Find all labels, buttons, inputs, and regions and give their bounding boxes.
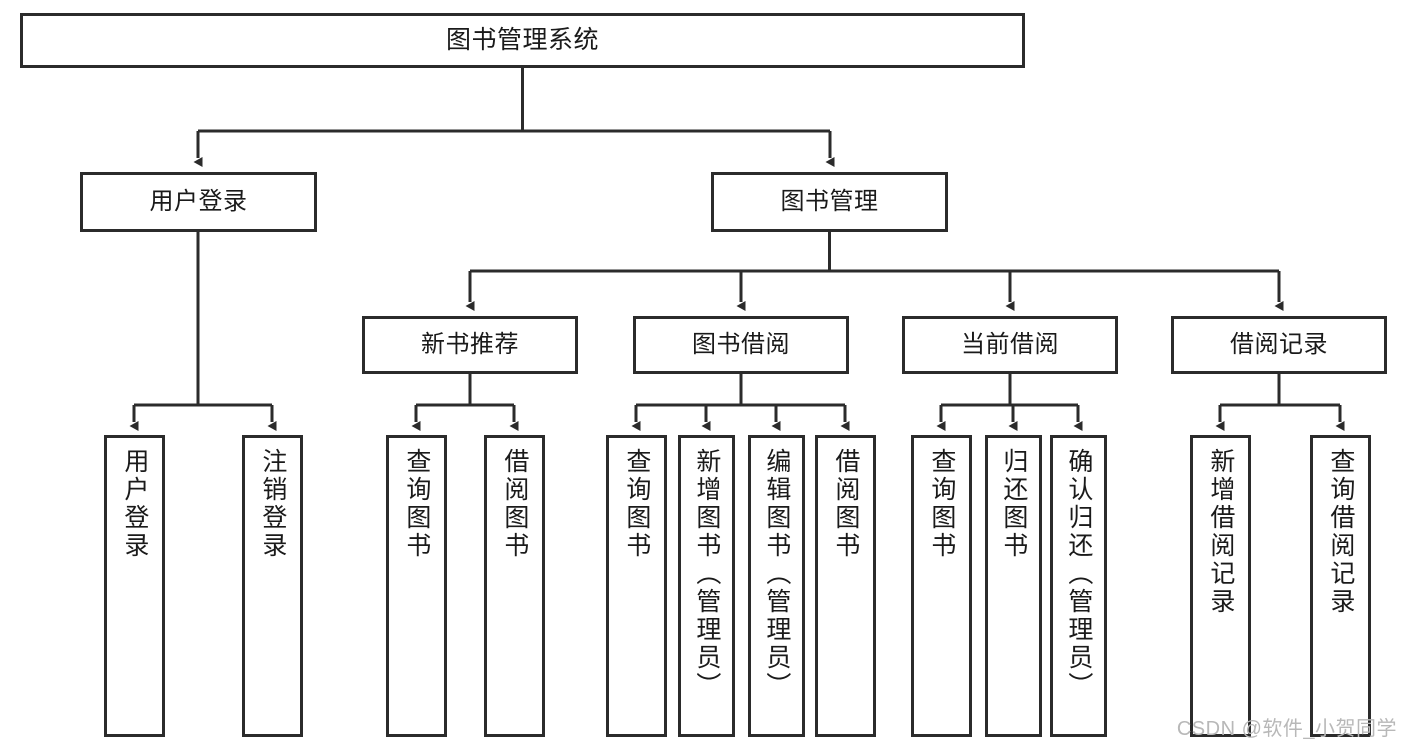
leaf-return-book-label: 归还图书 [999,448,1028,560]
leaf-borrow-book[interactable]: 借阅图书 [815,435,876,737]
leaf-return-book[interactable]: 归还图书 [985,435,1042,737]
node-root-label: 图书管理系统 [445,26,599,55]
leaf-add-book[interactable]: 新增图书（管理员） [678,435,735,737]
leaf-edit-book-label: 编辑图书（管理员） [762,448,791,700]
leaf-query-book-current[interactable]: 查询图书 [911,435,972,737]
leaf-query-record-label: 查询借阅记录 [1326,448,1355,616]
leaf-user-login-label: 用户登录 [120,448,149,560]
node-book-management-label: 图书管理 [780,188,879,216]
node-borrow-record[interactable]: 借阅记录 [1171,316,1387,374]
leaf-query-book-borrow-label: 查询图书 [622,448,651,560]
leaf-add-record[interactable]: 新增借阅记录 [1190,435,1251,737]
leaf-query-book-recommend[interactable]: 查询图书 [386,435,447,737]
leaf-confirm-return-label: 确认归还（管理员） [1064,448,1093,700]
node-book-borrow-label: 图书借阅 [692,331,790,359]
node-user-login-label: 用户登录 [149,188,248,216]
leaf-query-book-borrow[interactable]: 查询图书 [606,435,667,737]
leaf-user-login[interactable]: 用户登录 [104,435,165,737]
node-new-book-recommend-label: 新书推荐 [421,331,519,359]
leaf-borrow-book-recommend-label: 借阅图书 [500,448,529,560]
leaf-add-record-label: 新增借阅记录 [1206,448,1235,616]
leaf-query-record[interactable]: 查询借阅记录 [1310,435,1371,737]
leaf-logout[interactable]: 注销登录 [242,435,303,737]
node-book-borrow[interactable]: 图书借阅 [633,316,849,374]
node-current-borrow[interactable]: 当前借阅 [902,316,1118,374]
leaf-add-book-label: 新增图书（管理员） [692,448,721,700]
node-current-borrow-label: 当前借阅 [961,331,1059,359]
node-root[interactable]: 图书管理系统 [20,13,1025,68]
node-book-management[interactable]: 图书管理 [711,172,948,232]
leaf-edit-book[interactable]: 编辑图书（管理员） [748,435,805,737]
node-new-book-recommend[interactable]: 新书推荐 [362,316,578,374]
leaf-borrow-book-recommend[interactable]: 借阅图书 [484,435,545,737]
leaf-borrow-book-label: 借阅图书 [831,448,860,560]
leaf-confirm-return[interactable]: 确认归还（管理员） [1050,435,1107,737]
leaf-logout-label: 注销登录 [258,448,287,560]
node-borrow-record-label: 借阅记录 [1230,331,1328,359]
node-user-login[interactable]: 用户登录 [80,172,317,232]
leaf-query-book-recommend-label: 查询图书 [402,448,431,560]
leaf-query-book-current-label: 查询图书 [927,448,956,560]
